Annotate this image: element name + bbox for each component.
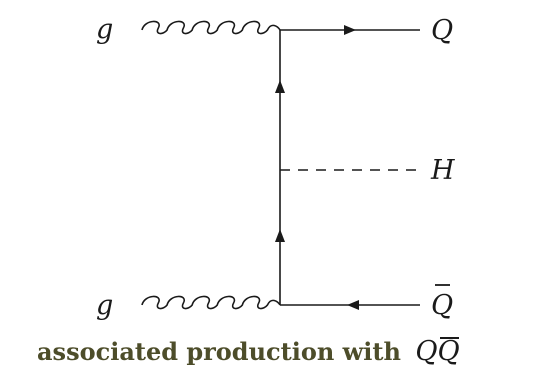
caption: associated production with QQ	[37, 336, 537, 367]
label-gluon-bottom: g	[96, 290, 113, 321]
gluon-line-top	[141, 20, 281, 35]
caption-math: QQ	[415, 336, 459, 367]
label-antiquark: Q	[431, 284, 453, 321]
gluon-line-bottom	[141, 295, 281, 310]
caption-math-overbar	[440, 337, 459, 339]
arrow-top-right	[344, 25, 356, 35]
label-quark: Q	[431, 15, 453, 46]
label-gluon-top: g	[96, 14, 113, 45]
caption-text: associated production with	[37, 337, 401, 366]
caption-math-qbar-letter: Q	[437, 336, 460, 367]
caption-math-qbar: Q	[437, 336, 459, 367]
arrow-lower-up	[275, 229, 285, 242]
label-higgs: H	[430, 155, 455, 186]
arrow-upper-up	[275, 80, 285, 93]
label-antiquark-letter: Q	[431, 290, 453, 321]
caption-math-q: Q	[415, 336, 438, 367]
arrow-bottom-left	[347, 300, 359, 310]
